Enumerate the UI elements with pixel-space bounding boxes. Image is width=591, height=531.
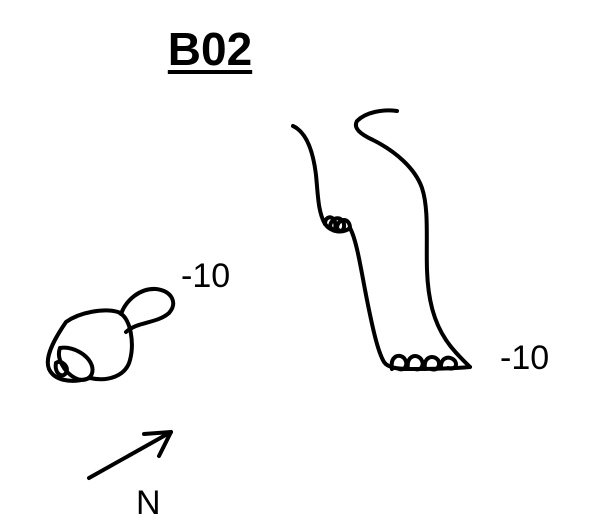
small-foot-toe-lobe [119,286,176,334]
large-footprint-depth-label: -10 [500,339,550,377]
large-foot-toes [389,353,459,372]
small-footprint-sketch [45,286,176,383]
north-arrow-shaft [87,430,173,480]
north-arrow-head [142,430,173,458]
north-arrow-icon [87,430,173,480]
small-foot-sole-outline [45,308,134,383]
small-footprint-depth-label: -10 [181,257,231,295]
large-foot-heel-loops [323,215,352,233]
diagram-title: B02 [167,23,253,75]
north-label: N [136,484,161,522]
large-foot-front-outline [353,108,472,369]
large-footprint-sketch [291,108,472,372]
small-foot-heel-dot [53,359,69,378]
